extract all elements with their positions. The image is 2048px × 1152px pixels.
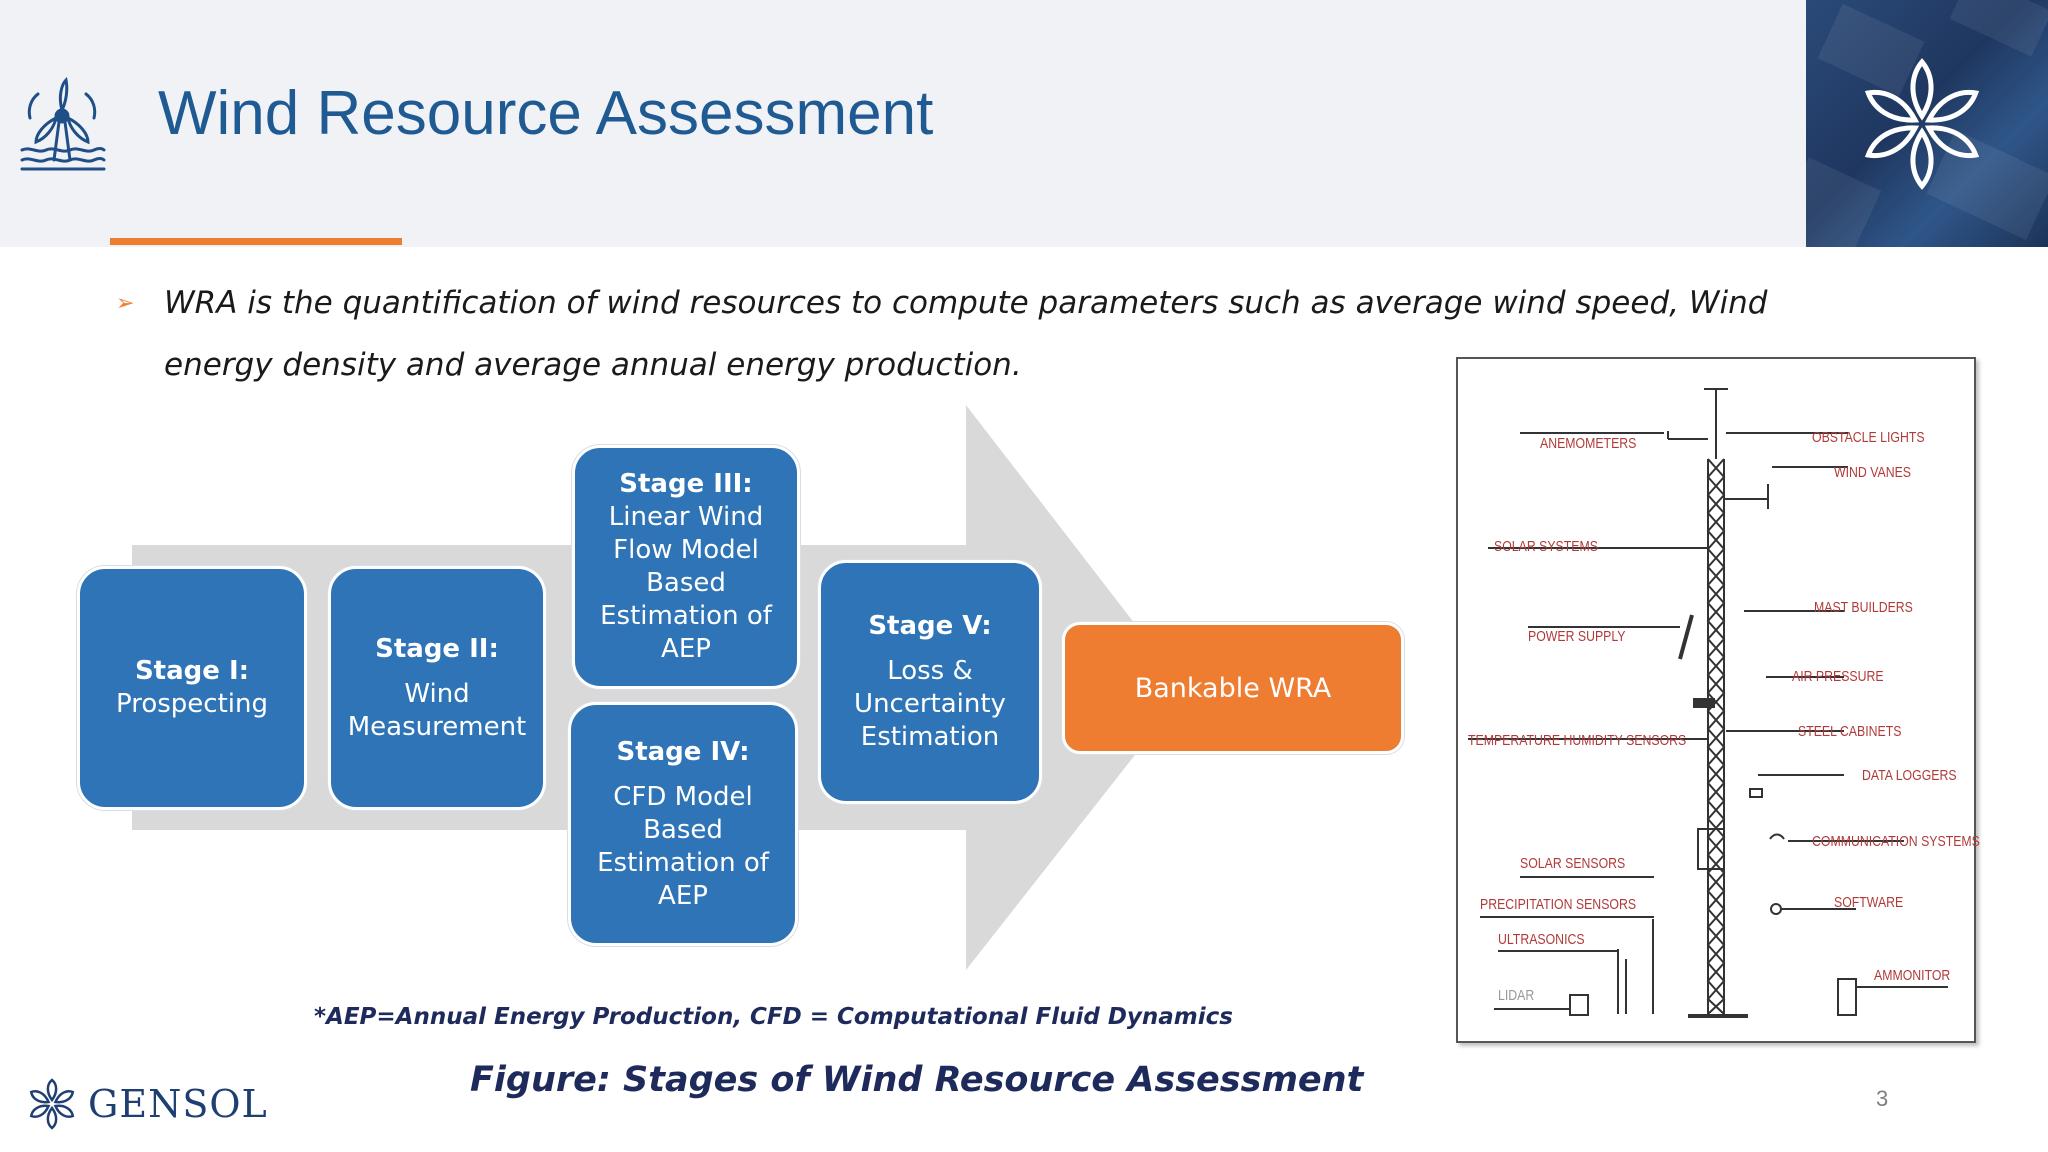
stage-5-body: Loss & Uncertainty Estimation <box>854 656 1006 752</box>
stage-3-body: Linear Wind Flow Model Based Estimation … <box>600 502 772 664</box>
figure-caption: Figure: Stages of Wind Resource Assessme… <box>470 1060 1364 1100</box>
stage-5-title: Stage V: <box>868 611 992 641</box>
intro-bullet-text: WRA is the quantification of wind resour… <box>164 285 1768 383</box>
met-mast-drawing <box>1468 388 1948 1018</box>
gensol-flower-icon <box>29 1078 75 1130</box>
title-underline <box>110 238 402 245</box>
mast-label-anemometers: ANEMOMETERS <box>1540 435 1637 452</box>
mast-label-software: SOFTWARE <box>1834 894 1904 911</box>
mast-label-air-pressure: AIR PRESSURE <box>1792 668 1884 685</box>
mast-label-communication-systems: COMMUNICATION SYSTEMS <box>1812 833 1980 850</box>
mast-label-ultrasonics: ULTRASONICS <box>1498 931 1585 948</box>
gensol-logo: GENSOL <box>28 1076 268 1132</box>
mast-label-solar-systems: SOLAR SYSTEMS <box>1494 538 1598 555</box>
stage-3-box: Stage III: Linear Wind Flow Model Based … <box>572 445 800 689</box>
mast-label-obstacle-lights: OBSTACLE LIGHTS <box>1812 429 1925 446</box>
page-title: Wind Resource Assessment <box>158 79 934 148</box>
mast-label-precipitation-sensors: PRECIPITATION SENSORS <box>1480 896 1637 913</box>
mast-label-steel-cabinets: STEEL CABINETS <box>1798 723 1902 740</box>
stage-2-body: Wind Measurement <box>347 678 527 742</box>
mast-label-lidar: LIDAR <box>1498 987 1535 1004</box>
header-photo <box>1806 0 2048 247</box>
bankable-wra-box: Bankable WRA <box>1062 622 1404 754</box>
stage-2-box: Stage II: Wind Measurement <box>328 566 546 810</box>
flower-logo-icon <box>1864 58 1980 190</box>
bullet-arrow-icon: ➢ <box>116 290 135 315</box>
stage-4-box: Stage IV: CFD Model Based Estimation of … <box>568 702 798 946</box>
stage-1-title: Stage I: <box>134 656 250 686</box>
met-mast-figure: ANEMOMETERS OBSTACLE LIGHTS WIND VANES S… <box>1456 357 1980 1043</box>
gensol-logo-text: GENSOL <box>88 1082 268 1126</box>
bankable-wra-label: Bankable WRA <box>1134 672 1332 704</box>
mast-label-solar-sensors: SOLAR SENSORS <box>1520 855 1626 872</box>
wind-turbine-icon <box>20 76 106 171</box>
stage-4-title: Stage IV: <box>616 736 750 767</box>
mast-label-data-loggers: DATA LOGGERS <box>1862 767 1957 784</box>
footnote: *AEP=Annual Energy Production, CFD = Com… <box>314 1004 1233 1030</box>
stage-2-title: Stage II: <box>375 633 499 664</box>
stage-1-box: Stage I: Prospecting <box>77 566 307 810</box>
mast-label-power-supply: POWER SUPPLY <box>1528 628 1626 645</box>
stage-3-title: Stage III: <box>619 469 753 499</box>
mast-label-ammonitor: AMMONITOR <box>1874 967 1951 984</box>
header-band <box>0 0 1806 247</box>
stage-5-box: Stage V: Loss & Uncertainty Estimation <box>818 560 1042 804</box>
mast-label-temperature-humidity-sensors: TEMPERATURE HUMIDITY SENSORS <box>1468 732 1687 749</box>
mast-label-wind-vanes: WIND VANES <box>1834 464 1912 481</box>
stage-1-body: Prospecting <box>116 689 268 719</box>
page-number: 3 <box>1876 1086 1889 1111</box>
stage-4-body: CFD Model Based Estimation of AEP <box>597 781 769 911</box>
mast-label-mast-builders: MAST BUILDERS <box>1814 599 1913 616</box>
